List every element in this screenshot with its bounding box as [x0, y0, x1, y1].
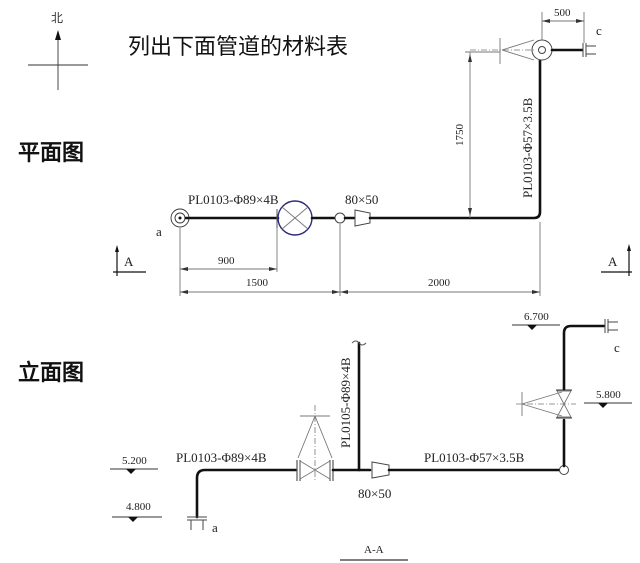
- flange-a-elev-icon: [187, 516, 207, 530]
- elev-reducer-icon: [371, 461, 390, 479]
- elev-point-a-label: a: [212, 520, 218, 535]
- page-title: 列出下面管道的材料表: [128, 35, 348, 60]
- break-line-icon: [351, 340, 367, 346]
- svg-text:5.800: 5.800: [596, 389, 621, 401]
- plan-view: a: [113, 7, 632, 296]
- elevation-mark-4800: 4.800: [112, 501, 162, 522]
- dim-900: 900: [218, 255, 235, 267]
- plan-point-c-label: c: [596, 23, 602, 38]
- plan-reducer-label: 80×50: [345, 192, 378, 207]
- section-mark-right: A: [601, 244, 632, 276]
- elev-pipe-branch-label: PL0105-Φ89×4B: [338, 357, 353, 448]
- elevation-mark-5200: 5.200: [110, 455, 158, 474]
- valve-handwheel-plan-icon: [470, 38, 535, 64]
- section-mark-left: A: [113, 245, 146, 276]
- elevation-view-label: 立面图: [18, 360, 84, 386]
- gate-valve-plan-icon: [276, 200, 313, 236]
- reducer-icon: [354, 209, 371, 227]
- elevation-mark-6700: 6.700: [512, 311, 560, 330]
- dim-1750: 1750: [454, 124, 466, 147]
- north-arrow-icon: 北: [28, 11, 88, 90]
- elev-pipe-small-label: PL0103-Φ57×3.5B: [424, 450, 525, 465]
- elev-pipe-main-label: PL0103-Φ89×4B: [176, 450, 267, 465]
- svg-text:5.200: 5.200: [122, 455, 147, 467]
- elevation-mark-5800: 5.800: [584, 389, 632, 408]
- section-title: A-A: [364, 544, 384, 556]
- elev-reducer-label: 80×50: [358, 486, 391, 501]
- elev-point-c-label: c: [614, 340, 620, 355]
- dim-1500: 1500: [246, 277, 269, 289]
- tee-icon: [334, 212, 346, 224]
- plan-pipe-riser-label: PL0103-Φ57×3.5B: [520, 97, 535, 198]
- plan-view-label: 平面图: [18, 141, 84, 166]
- svg-text:4.800: 4.800: [126, 501, 151, 513]
- gate-valve-elev-icon: [296, 405, 334, 482]
- svg-text:A: A: [608, 254, 618, 269]
- elevation-view: a PL0105-Φ89×4B 80×50: [110, 311, 632, 561]
- gate-valve-vertical-icon: [516, 389, 576, 419]
- svg-text:6.700: 6.700: [524, 311, 549, 323]
- dim-2000: 2000: [428, 277, 451, 289]
- elbow-up-icon: [531, 39, 553, 61]
- flange-c-elev-icon: [604, 319, 618, 333]
- plan-dimensions: 900 1500 2000 1750 500: [179, 7, 585, 296]
- flange-c-plan-icon: [582, 43, 596, 57]
- svg-text:A: A: [124, 254, 134, 269]
- dim-500: 500: [554, 7, 571, 19]
- plan-point-a-label: a: [156, 224, 162, 239]
- north-label: 北: [51, 11, 63, 25]
- plan-pipe-main-label: PL0103-Φ89×4B: [188, 192, 279, 207]
